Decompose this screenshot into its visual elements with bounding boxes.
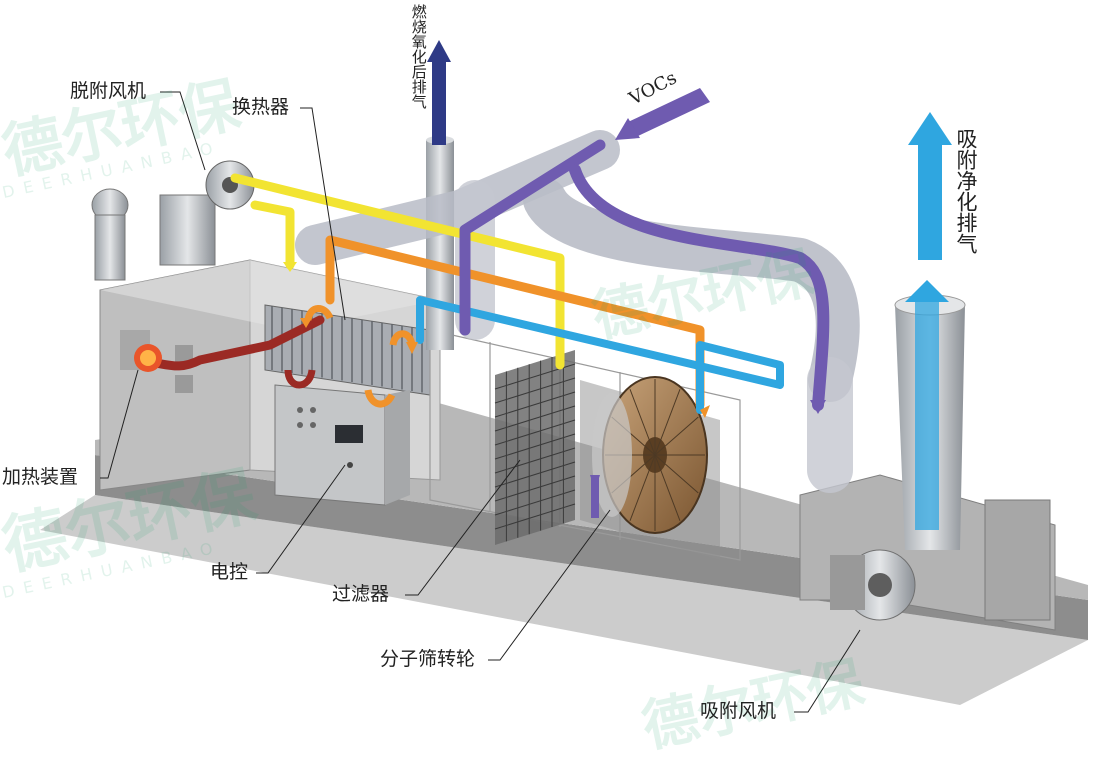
rotor-spoke (629, 389, 656, 456)
filter-grid-line (494, 405, 576, 432)
label-rotor: 分子筛转轮 (380, 648, 476, 670)
electrical-cabinet (274, 384, 410, 506)
filter-grid-line (494, 447, 576, 474)
airflow-paths (145, 139, 830, 414)
voc-rotor-system-diagram (40, 40, 1088, 713)
label-control: 电控 (210, 561, 249, 583)
label-filter: 过滤器 (332, 583, 390, 605)
filter-grid-line (494, 391, 576, 418)
yellow-desorption-branch (250, 200, 295, 270)
filter-grid-line (494, 377, 576, 404)
zeolite-rotor (580, 376, 720, 560)
rotor-spoke (654, 416, 699, 456)
filter-grid-line (494, 433, 576, 460)
label-heater: 加热装置 (2, 466, 79, 488)
voc-inlet-arrow (615, 88, 710, 140)
label-combustion-exhaust: 燃烧氧化后排气 (409, 4, 428, 109)
rotor-spoke (629, 454, 656, 521)
combustion-exhaust-arrow (427, 40, 451, 145)
combustion-exhaust-stack (426, 136, 454, 350)
desorption-fan (91, 160, 255, 281)
blue-flow (416, 296, 784, 414)
flow-arrows (283, 262, 826, 518)
filter-grid-line (494, 475, 576, 502)
filter-grid-line (494, 489, 576, 516)
filter-unit (494, 350, 576, 545)
filter-grid-line (494, 419, 576, 446)
filter-grid-line (494, 461, 576, 488)
filter-grid-line (494, 503, 576, 530)
label-adsorption-fan: 吸附风机 (700, 700, 777, 722)
purple-main-flow (569, 164, 830, 411)
label-clean-exhaust: 吸附净化排气 (954, 128, 979, 254)
label-desorption-fan: 脱附风机 (70, 80, 147, 102)
leader-lines (100, 91, 861, 713)
purple-voc-flow (459, 139, 606, 336)
rotor-spoke (654, 454, 681, 521)
adsorption-fan-housing (799, 474, 1056, 631)
clean-exhaust-arrow (905, 112, 952, 530)
rotor-spoke (654, 454, 699, 494)
label-heat-exchanger: 换热器 (232, 96, 290, 118)
rotor-spoke (654, 389, 681, 456)
heater-flame (134, 344, 162, 372)
